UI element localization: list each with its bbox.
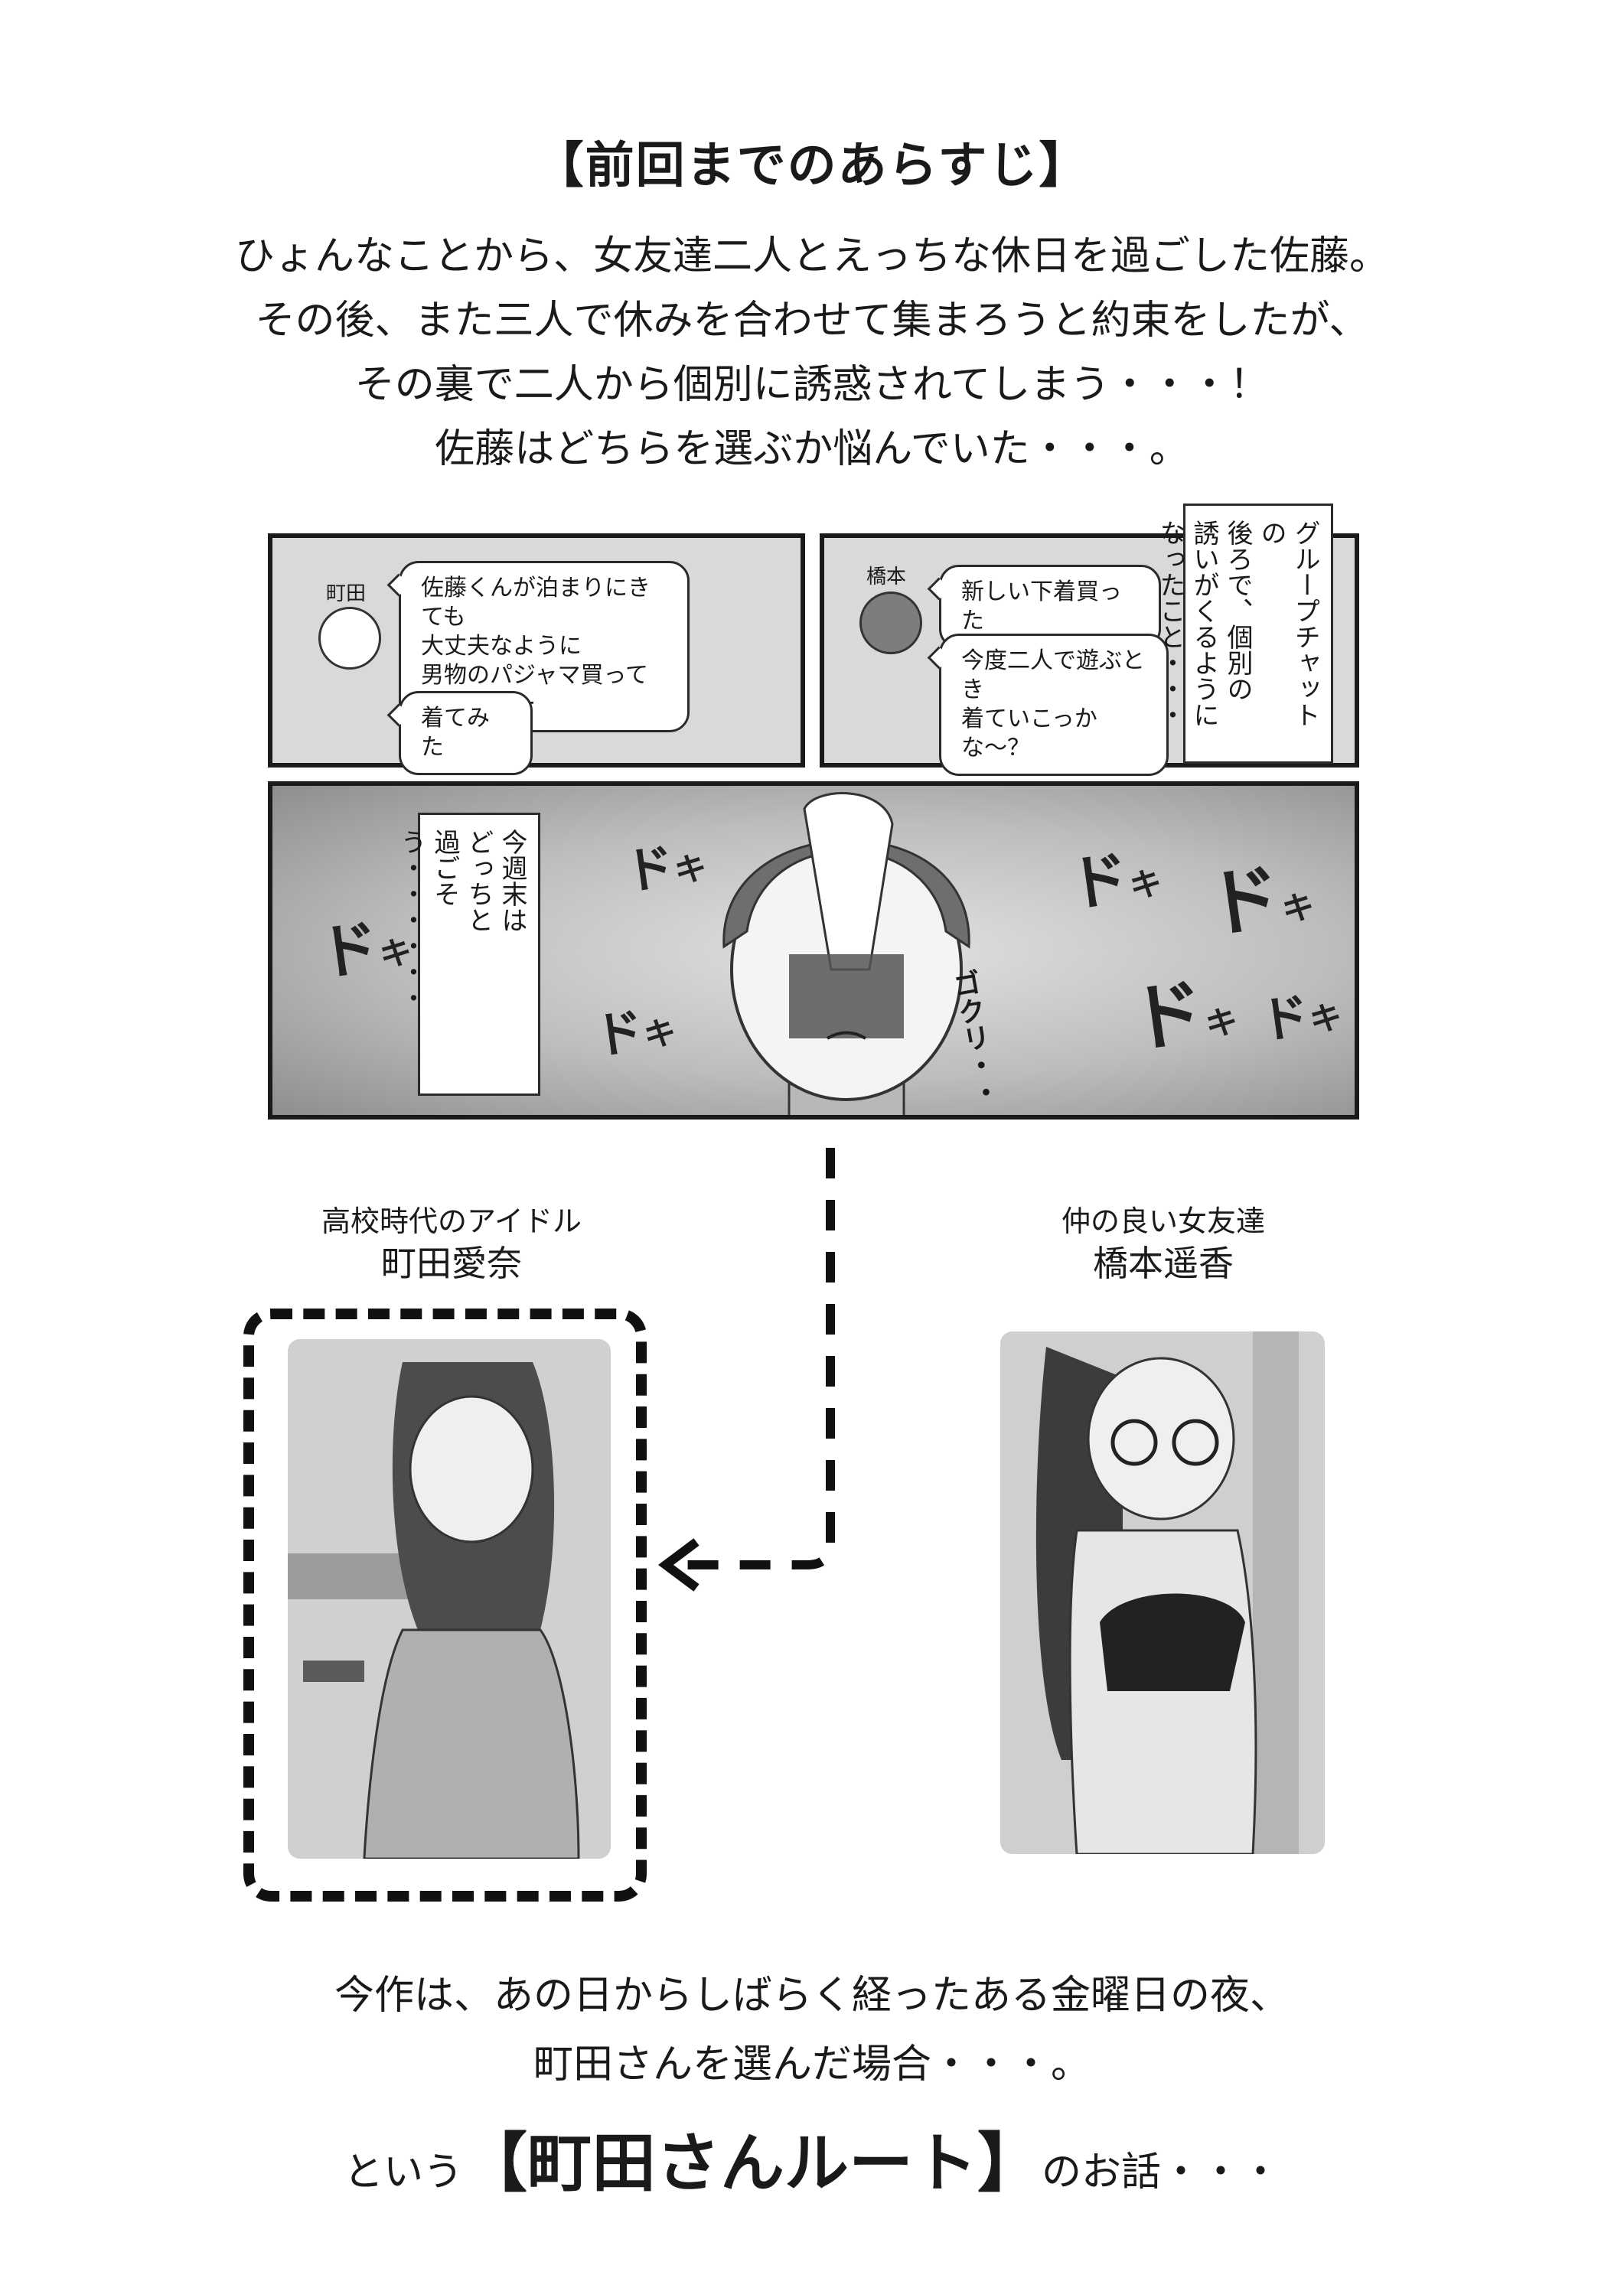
selection-arrow (658, 1148, 835, 1592)
outro-line-1: 今作は、あの日からしばらく経ったある金曜日の夜、 (334, 1973, 1290, 2019)
sfx-doki: ドキ (621, 838, 709, 901)
intro-line-2: その後、また三人で休みを合わせて集まろうと約束をしたが、 (255, 298, 1369, 344)
character-subtitle: 高校時代のアイドル (321, 1204, 582, 1238)
character-name: 町田愛奈 (381, 1243, 522, 1284)
chat-sender-name: 町田 (326, 582, 367, 605)
sfx-doki: ドキ (1257, 987, 1345, 1051)
outro-suffix: のお話・・・ (1042, 2149, 1281, 2195)
machida-illustration (288, 1339, 611, 1859)
route-title: 【町田さんルート】 (462, 2126, 1042, 2201)
sfx-doki: ドキ (591, 1002, 679, 1066)
narration-box: グループチャットの 後ろで、個別の 誘いがくるように なったこと・・・ (1155, 504, 1333, 764)
chat-sender-name: 橋本 (866, 565, 907, 588)
intro-line-1: ひょんなことから、女友達二人とえっちな休日を過ごした佐藤。 (234, 233, 1389, 279)
chat-panel-machida: 町田 佐藤くんが泊まりにきても 大丈夫なように 男物のパジャマ買って おいたよー… (268, 533, 805, 775)
character-name: 橋本遥香 (1093, 1243, 1234, 1284)
sfx-doki: ドキ (315, 912, 415, 989)
avatar (318, 607, 381, 670)
outro-prefix: という (343, 2149, 463, 2195)
avatar (859, 592, 922, 654)
sfx-doki: ドキ (1125, 968, 1241, 1064)
chat-bubble: 着てみた (399, 691, 533, 775)
scene-panel-sato: 今週末は どっちと 過ごそう・・・・・・ ドキ ドキ ドキ ドキ ドキ ドキ ド… (268, 781, 1359, 1120)
character-subtitle: 仲の良い女友達 (1061, 1204, 1265, 1238)
chat-bubble: 今度二人で遊ぶとき 着ていこっかな〜？ (939, 634, 1169, 776)
page-title: 【前回までのあらすじ】 (534, 138, 1090, 194)
narration-box: 今週末は どっちと 過ごそう・・・・・・ (396, 813, 540, 1096)
hashimoto-illustration (1000, 1331, 1325, 1854)
sato-illustration (722, 792, 970, 1115)
intro-line-3: その裏で二人から個別に誘惑されてしまう・・・！ (354, 362, 1270, 408)
outro-line-2: 町田さんを選んだ場合・・・。 (533, 2042, 1091, 2088)
outro-line-3: という【町田さんルート】のお話・・・ (0, 2112, 1624, 2205)
selected-frame (243, 1309, 647, 1902)
portrait-hashimoto (1000, 1331, 1325, 1854)
sfx-doki: ドキ (1065, 843, 1165, 921)
portrait-machida (288, 1339, 611, 1859)
sfx-doki: ドキ (1202, 853, 1317, 949)
intro-line-4: 佐藤はどちらを選ぶか悩んでいた・・・。 (435, 426, 1189, 472)
